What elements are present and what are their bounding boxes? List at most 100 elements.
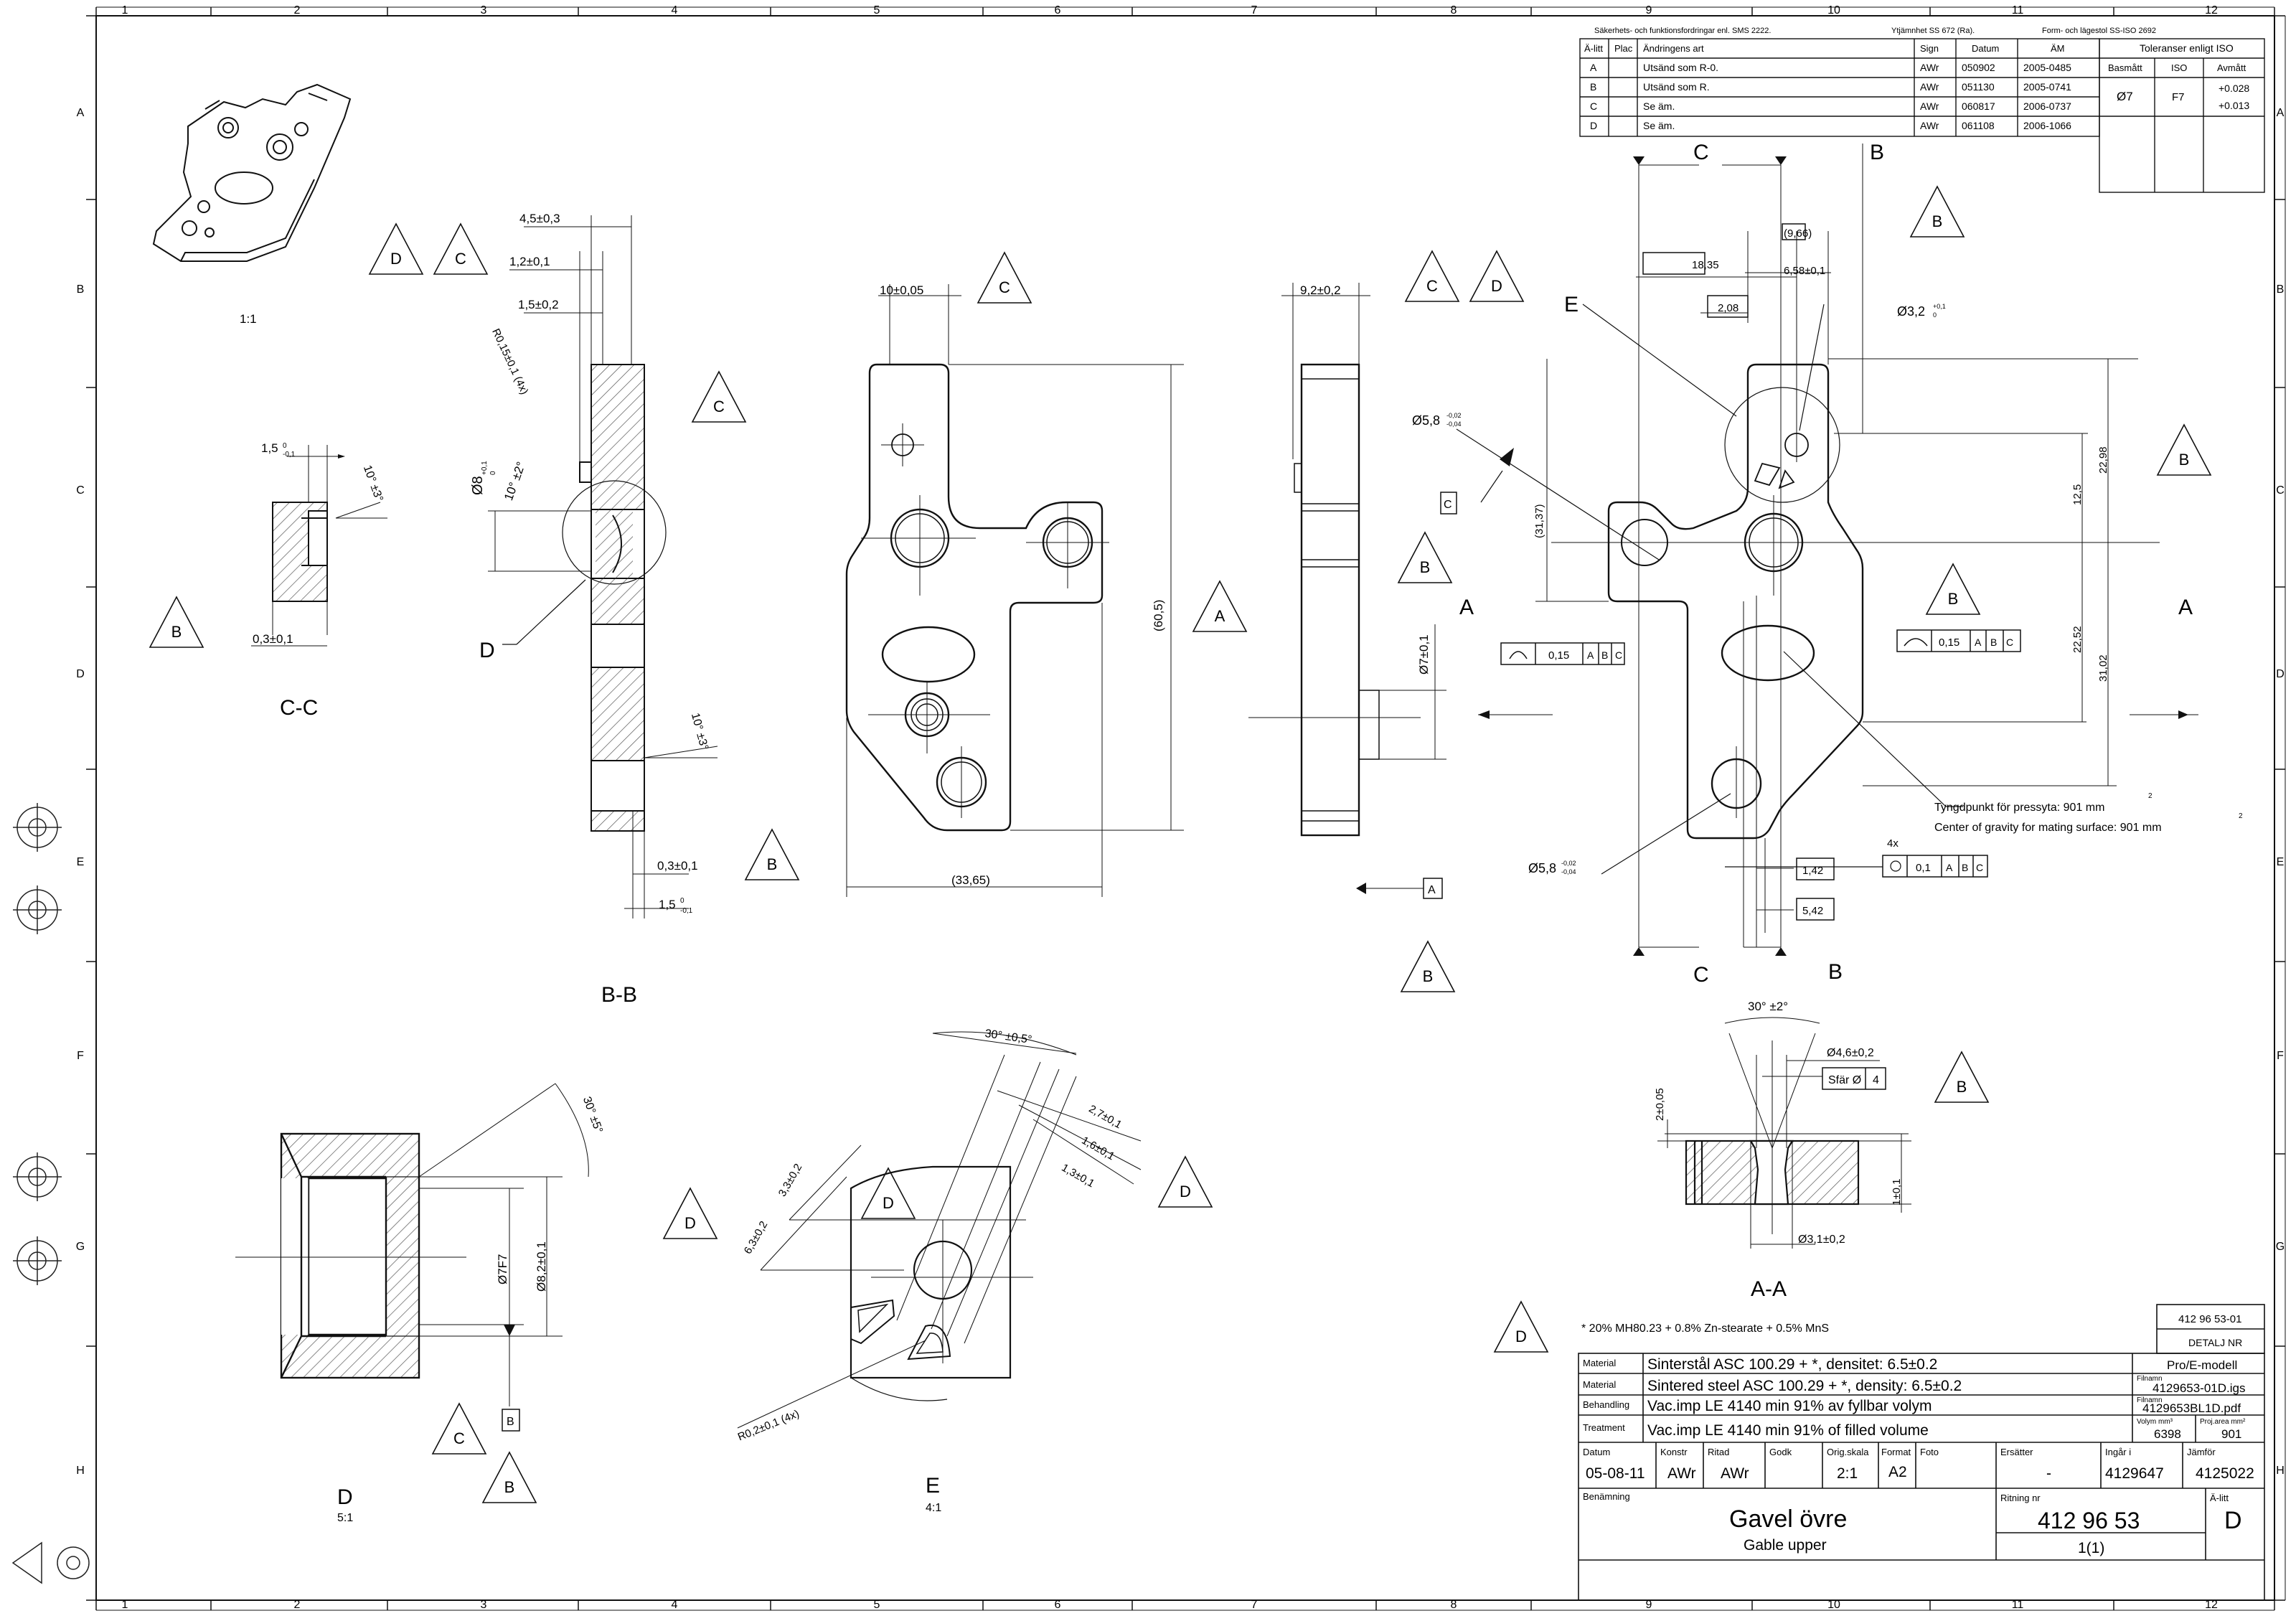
aa-h2: 2±0,05 — [1654, 1088, 1666, 1121]
rev-row-d-datum: 061108 — [1962, 120, 1995, 131]
datum-triangle-d: D — [1157, 1155, 1213, 1208]
side-d7: Ø7±0,1 — [1417, 634, 1431, 675]
datum-triangle-letter: D — [1180, 1183, 1191, 1201]
grid-row-label-right-C: C — [2276, 484, 2285, 497]
dim-58a: Ø5,8 — [1412, 413, 1440, 428]
section-bb — [488, 215, 718, 918]
fcf-c-count: 4x — [1887, 837, 1899, 850]
material-en: Sintered steel ASC 100.29 + *, density: … — [1647, 1378, 1962, 1394]
rev-row-a-datum: 050902 — [1962, 62, 1995, 73]
e-d16: 1,6±0,1 — [1080, 1134, 1117, 1163]
datum-triangle-letter: B — [1957, 1078, 1967, 1096]
rev-row-a-am: 2005-0485 — [2023, 62, 2071, 73]
section-a-left: A — [1459, 596, 1474, 619]
side-view — [1248, 283, 1446, 899]
rev-header-art: Ändringens art — [1643, 43, 1704, 54]
datum-triangle-letter: B — [767, 855, 778, 873]
bb-d45: 4,5±0,3 — [519, 212, 560, 225]
fcf-c-value: 0,1 — [1916, 862, 1931, 874]
aa-label: A-A — [1751, 1277, 1787, 1301]
main-view-labels: C B C B A A E (9,66) 18,35 6,58±0,1 2,08… — [1412, 141, 2243, 987]
bb-d8-tol-up: +0,1 — [481, 461, 489, 475]
rev-header-datum: Datum — [1972, 43, 1999, 54]
rev-row-b-sign: AWr — [1920, 81, 1939, 93]
tol-header-iso: ISO — [2171, 62, 2187, 73]
tol-upper: +0.028 — [2219, 83, 2249, 94]
projarea-label: Proj.area mm² — [2200, 1418, 2246, 1426]
section-a-right: A — [2178, 596, 2193, 619]
grid-row-label-right-A: A — [2277, 107, 2285, 119]
datum-triangle-letter: B — [171, 623, 182, 641]
bb-detail-ref: D — [479, 639, 495, 662]
cc-ang: 10° ±3° — [361, 464, 385, 503]
rev-row-c-art: Se äm. — [1643, 100, 1675, 112]
dim-966: (9,66) — [1784, 227, 1812, 240]
grid-row-label-right-E: E — [2277, 856, 2285, 868]
grid-row-label-right-B: B — [2277, 283, 2285, 296]
fcf-c-ref2: B — [1962, 862, 1968, 873]
datum-triangle-c: C — [431, 1402, 487, 1455]
volym: 6398 — [2154, 1427, 2181, 1441]
datum-triangle-letter: B — [1423, 967, 1434, 985]
side-d92: 9,2±0,2 — [1300, 283, 1341, 297]
material-label-sv: Material — [1583, 1358, 1616, 1368]
dim-32: Ø3,2 — [1897, 304, 1925, 319]
bb-label: B-B — [601, 983, 637, 1007]
fcf-a-ref2: B — [1601, 649, 1608, 661]
grid-col-label-top-3: 3 — [481, 4, 487, 17]
datum-triangle-letter: C — [1426, 277, 1438, 295]
grid-col-label-top-12: 12 — [2205, 4, 2218, 17]
aa-sfar-val: 4 — [1873, 1074, 1879, 1086]
datum-triangle-letter: D — [883, 1194, 894, 1212]
punch-marks — [11, 803, 90, 1584]
filnamn-label-1: Filnamn — [2137, 1375, 2163, 1383]
e-scale: 4:1 — [926, 1502, 941, 1514]
section-aa — [1657, 1017, 1911, 1249]
material-label-en: Material — [1583, 1379, 1616, 1390]
rev-row-a-sign: AWr — [1920, 62, 1939, 73]
iso-scale: 1:1 — [240, 312, 257, 326]
surface-note: Ytjämnhet SS 672 (Ra). — [1891, 27, 1975, 35]
rev-row-a-art: Utsänd som R-0. — [1643, 62, 1718, 73]
datum-triangle-c: C — [1404, 250, 1460, 302]
bb-d8: Ø8 — [470, 476, 486, 495]
datum-triangle-b: B — [1934, 1051, 1990, 1103]
datum-triangle-c: C — [977, 251, 1032, 304]
d-d82: Ø8,2±0,1 — [535, 1241, 548, 1292]
dim-58b: Ø5,8 — [1528, 861, 1556, 875]
datum-c-box: C — [1444, 499, 1452, 511]
datum-triangle-letter: C — [453, 1429, 465, 1447]
foto-label: Foto — [1920, 1447, 1939, 1457]
grid-ticks — [86, 7, 2285, 1610]
datum-triangle-letter: B — [1420, 558, 1431, 576]
grid-col-label-top-7: 7 — [1251, 4, 1258, 17]
dim-2252: 22,52 — [2071, 626, 2084, 653]
e-d13: 1,3±0,1 — [1060, 1162, 1097, 1190]
proe-label: Pro/E-modell — [2167, 1358, 2237, 1372]
cc-d15-tol-up: 0 — [283, 442, 287, 450]
datum-triangle-c: C — [433, 222, 489, 275]
bb-d15: 1,5±0,2 — [518, 298, 559, 311]
fcf-c-ref1: A — [1946, 862, 1953, 873]
alitt-label: Ä-litt — [2210, 1493, 2229, 1503]
alitt: D — [2224, 1507, 2242, 1534]
ritad-label: Ritad — [1708, 1447, 1729, 1457]
rev-row-b-litt: B — [1590, 81, 1596, 93]
datum-triangle-letter: D — [684, 1214, 696, 1232]
dim-58a-tol-up: -0,02 — [1446, 412, 1462, 419]
bb-d8-tol-lo: 0 — [489, 471, 497, 475]
ritad: AWr — [1721, 1465, 1749, 1482]
dim-32-tol-lo: 0 — [1933, 311, 1937, 319]
tol-header-avmatt: Avmått — [2217, 62, 2246, 73]
konstr-label: Konstr — [1660, 1447, 1688, 1457]
benamning-label: Benämning — [1583, 1491, 1630, 1502]
title-block — [1578, 1304, 2265, 1601]
grid-col-label-top-8: 8 — [1451, 4, 1457, 17]
datum-triangle-letter: C — [713, 398, 725, 415]
name-en: Gable upper — [1744, 1537, 1827, 1554]
godk-label: Godk — [1769, 1447, 1792, 1457]
aa-sfar: Sfär Ø — [1828, 1074, 1861, 1086]
bb-ang2: 10° ±3° — [689, 712, 710, 751]
datum-label: Datum — [1583, 1447, 1610, 1457]
